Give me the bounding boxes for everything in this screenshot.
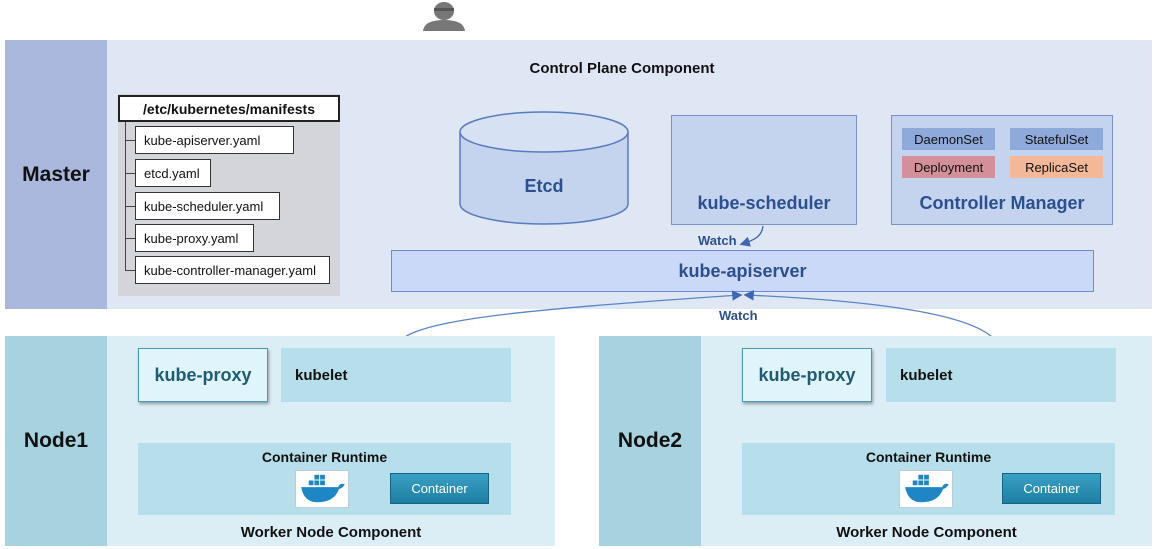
node1-label: Node1 <box>5 336 107 546</box>
statefulset-tag: StatefulSet <box>1010 128 1103 150</box>
watch-label-nodes: Watch <box>719 308 758 323</box>
node2-runtime-title: Container Runtime <box>865 449 992 465</box>
docker-whale-icon <box>899 470 953 508</box>
deployment-tag: Deployment <box>902 156 995 178</box>
etcd-label: Etcd <box>524 176 564 196</box>
node1-kubelet: kubelet <box>281 348 511 402</box>
node2-worker-label: Worker Node Component <box>836 524 1017 541</box>
manifest-file: kube-controller-manager.yaml <box>135 256 330 284</box>
daemonset-tag: DaemonSet <box>902 128 995 150</box>
manifest-file: kube-proxy.yaml <box>135 224 254 252</box>
etcd-cylinder <box>459 111 629 225</box>
node1-kube-proxy: kube-proxy <box>138 348 268 402</box>
node2-kube-proxy: kube-proxy <box>742 348 872 402</box>
tree-branch <box>125 173 135 174</box>
tree-branch <box>125 206 135 207</box>
docker-whale-icon <box>295 470 349 508</box>
control-plane-title: Control Plane Component <box>529 60 715 77</box>
node1-worker-label: Worker Node Component <box>240 524 422 541</box>
node2-container: Container <box>1002 473 1101 504</box>
kube-scheduler-label: kube-scheduler <box>697 193 831 213</box>
user-icon <box>423 2 465 31</box>
tree-branch <box>125 140 135 141</box>
manifest-file: etcd.yaml <box>135 159 211 187</box>
tree-branch <box>125 238 135 239</box>
watch-label-scheduler: Watch <box>698 233 737 248</box>
tree-line <box>125 122 126 270</box>
node2-label: Node2 <box>599 336 701 546</box>
replicaset-tag: ReplicaSet <box>1010 156 1103 178</box>
manifest-file: kube-apiserver.yaml <box>135 126 294 154</box>
kube-apiserver-label: kube-apiserver <box>678 260 807 281</box>
node2-kubelet: kubelet <box>886 348 1116 402</box>
kube-scheduler-box: kube-scheduler <box>671 115 857 225</box>
tree-branch <box>125 270 135 271</box>
manifests-dir: /etc/kubernetes/manifests <box>118 95 340 122</box>
manifest-file: kube-scheduler.yaml <box>135 192 280 220</box>
node1-runtime-title: Container Runtime <box>261 449 388 465</box>
node1-container: Container <box>390 473 489 504</box>
master-label: Master <box>5 40 107 309</box>
controller-manager-label: Controller Manager <box>919 193 1085 213</box>
